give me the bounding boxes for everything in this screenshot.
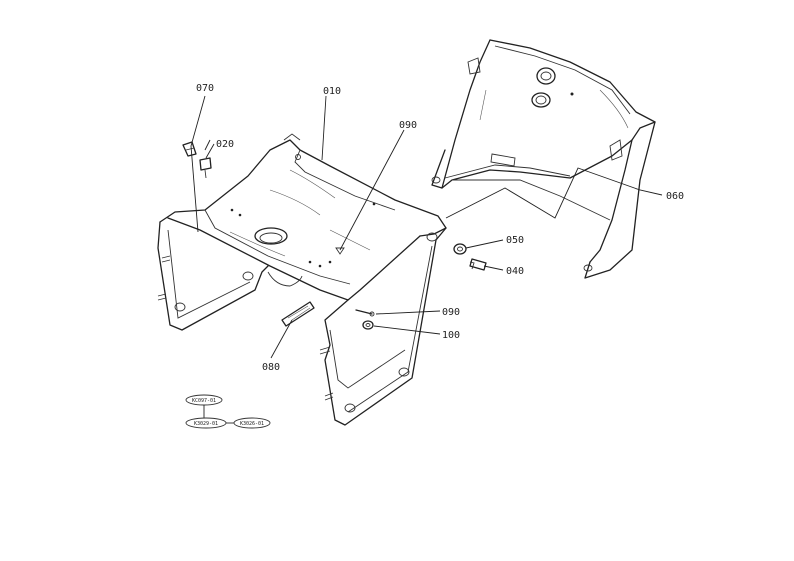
label-050: 050: [506, 235, 524, 246]
part-040-bolt: [469, 258, 487, 271]
part-070-clip: [182, 141, 197, 157]
part-020-grommet: [199, 157, 212, 179]
label-010: 010: [323, 86, 341, 97]
part-090-pin: [355, 309, 375, 317]
label-070: 070: [196, 83, 214, 94]
label-020: 020: [216, 139, 234, 150]
part-060-rear-cover: [431, 39, 656, 279]
label-100: 100: [442, 330, 460, 341]
label-040: 040: [506, 266, 524, 277]
label-090-upper: 090: [399, 120, 417, 131]
label-090-lower: 090: [442, 307, 460, 318]
part-080-strip: [281, 301, 315, 327]
label-080: 080: [262, 362, 280, 373]
reference-codes: KC097-01 K3029-01 K3026-01: [185, 394, 271, 429]
ref-code-3: K3026-01: [240, 421, 264, 427]
ref-code-2: K3029-01: [194, 421, 218, 427]
ref-code-1: KC097-01: [192, 398, 216, 404]
ref-oval-3: [233, 417, 271, 429]
part-100-nut: [362, 320, 374, 330]
label-060: 060: [666, 191, 684, 202]
leader-lines: [190, 95, 663, 359]
part-050-washer: [453, 243, 467, 255]
part-010-panel: [157, 133, 447, 426]
